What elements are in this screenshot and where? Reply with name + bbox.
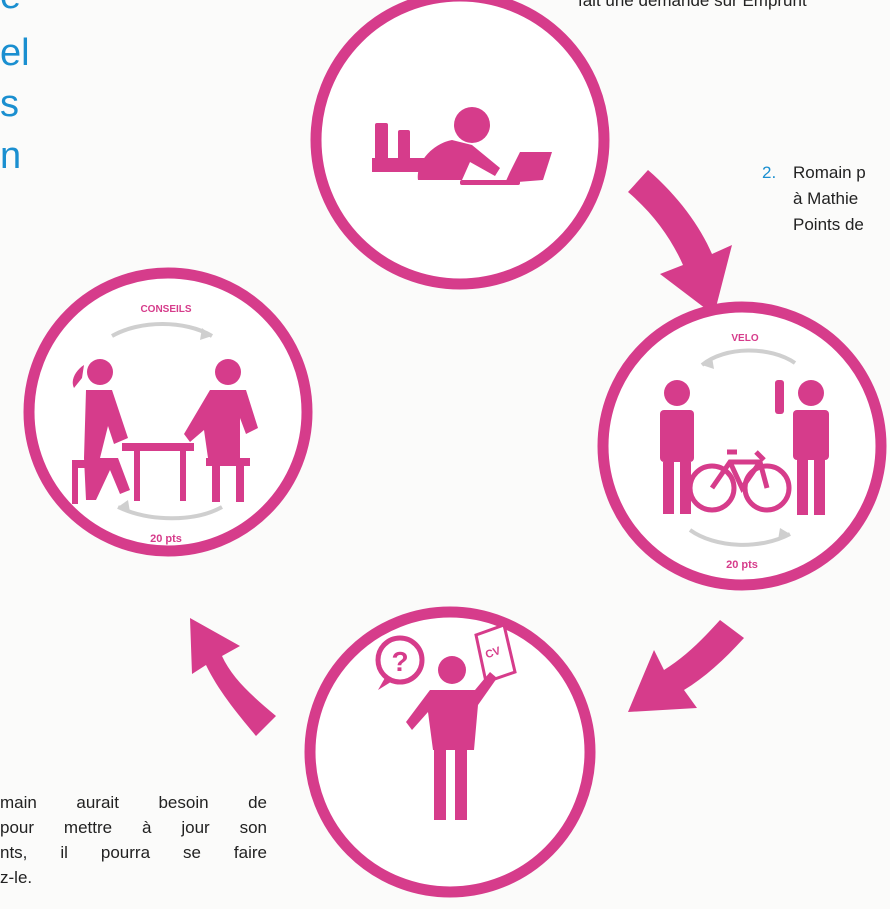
heading-fragment-4: n [0, 135, 22, 177]
velo-label: VELO [731, 333, 758, 344]
person-icon [660, 380, 694, 514]
conseils-points-label: 20 pts [150, 533, 182, 545]
step-line-3: Points de [793, 215, 864, 234]
step-line-2: à Mathie [793, 189, 859, 208]
person-waving-icon [775, 380, 829, 515]
circle-top [310, 0, 610, 290]
velo-points-label: 20 pts [726, 559, 758, 571]
person-icon [406, 656, 497, 820]
step-line-1: Romain p [793, 163, 866, 182]
paragraph-line-2: pour mettre à jour son [0, 818, 267, 837]
top-note: fait une demande sur Emprunt [578, 0, 807, 10]
step-number: 2. [762, 163, 777, 182]
question-bubble-icon: ? [375, 635, 425, 690]
paragraph-line-1: main aurait besoin de [0, 793, 267, 812]
paragraph-line-4: z-le. [0, 868, 33, 887]
circle-bottom: ? CV [304, 606, 596, 898]
heading-fragment-3: s [0, 83, 19, 125]
table-icon [122, 443, 194, 501]
heading-fragment-1: e [0, 0, 21, 18]
circle-left: CONSEILS 20 pts [23, 267, 313, 557]
person-ponytail-seated-icon [72, 359, 130, 504]
cv-document-icon: CV [474, 623, 517, 684]
person-seated-icon [184, 359, 258, 502]
arrow-bottom-to-left [190, 618, 276, 736]
person-lying-laptop-icon [372, 107, 552, 185]
arrow-top-to-right [628, 170, 732, 315]
bicycle-icon [687, 449, 792, 513]
conseils-label: CONSEILS [140, 304, 191, 315]
arrow-right-to-bottom [628, 620, 744, 712]
bottom-paragraph: main aurait besoin de pour mettre à jour… [0, 790, 267, 890]
cv-label: CV [484, 645, 503, 661]
paragraph-line-3: nts, il pourra se faire [0, 843, 267, 862]
question-mark: ? [391, 646, 408, 677]
circle-right: VELO 20 pts [597, 301, 887, 591]
heading-fragment-2: el [0, 32, 30, 74]
